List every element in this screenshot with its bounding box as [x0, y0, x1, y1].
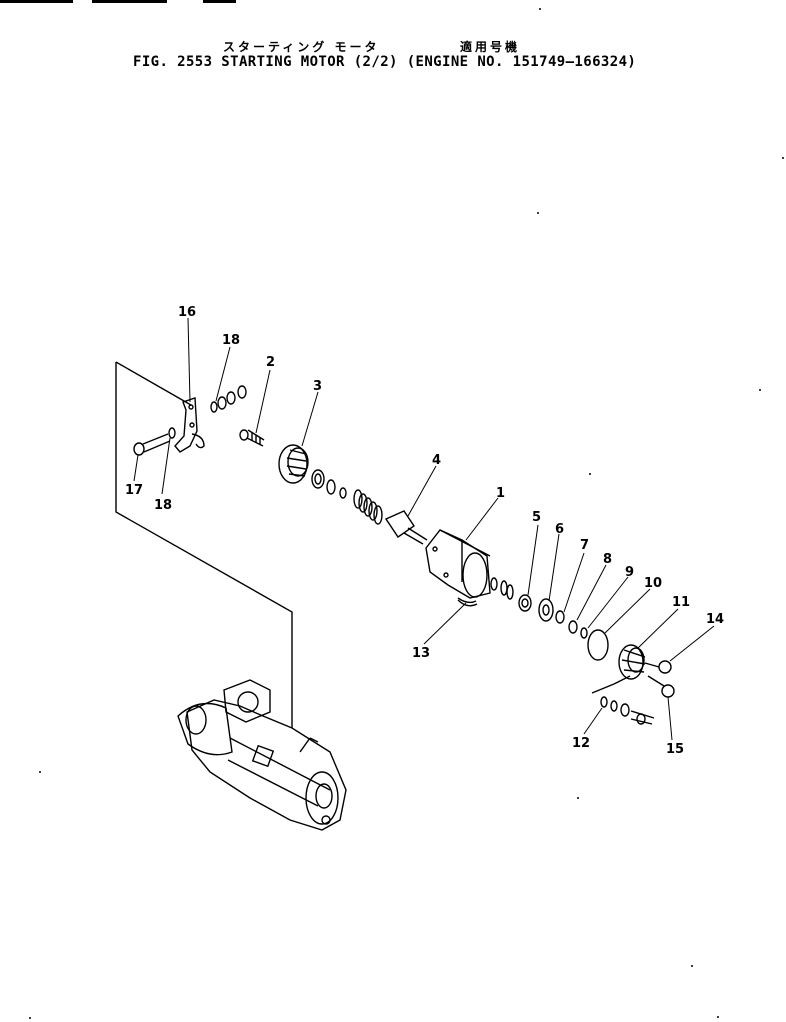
cap-bolt-17 — [133, 433, 171, 456]
collar-ring — [311, 469, 347, 499]
callout-16: 16 — [178, 305, 196, 320]
bracket-line — [115, 362, 293, 728]
callout-14: 14 — [706, 612, 724, 627]
bracket-line — [115, 361, 192, 406]
callout-18-top: 18 — [222, 333, 240, 348]
washer-8 — [568, 620, 578, 634]
callout-6: 6 — [555, 522, 564, 537]
top-border-segment — [0, 0, 73, 3]
leader-lines — [133, 317, 715, 741]
spring — [353, 489, 383, 525]
callout-18-bottom: 18 — [154, 498, 172, 513]
callout-8: 8 — [603, 552, 612, 567]
callout-10: 10 — [644, 576, 662, 591]
callout-13: 13 — [412, 646, 430, 661]
pinion-3 — [278, 444, 309, 484]
callout-1: 1 — [496, 486, 505, 501]
starting-motor-assembly — [177, 679, 347, 831]
small-parts — [490, 577, 514, 600]
top-border-segment — [92, 0, 167, 3]
ring-9 — [580, 627, 588, 639]
clip-16 — [174, 397, 205, 453]
callout-17: 17 — [125, 483, 143, 498]
figure-title: FIG. 2553 STARTING MOTOR (2/2) (ENGINE N… — [133, 54, 637, 70]
snap-ring-13 — [457, 597, 478, 607]
shaft-4 — [384, 510, 428, 545]
screw-2 — [239, 429, 265, 447]
title-jp-applicable: 適用号機 — [460, 40, 521, 54]
plug-15 — [647, 675, 675, 698]
housing-1 — [425, 529, 491, 599]
callout-2: 2 — [266, 355, 275, 370]
callout-12: 12 — [572, 736, 590, 751]
washer-7 — [555, 610, 565, 624]
gear-6 — [538, 598, 554, 622]
bolt-set-12 — [591, 675, 655, 725]
nut-5 — [518, 594, 532, 612]
cap-14 — [644, 660, 672, 674]
callout-11: 11 — [672, 595, 690, 610]
callout-9: 9 — [625, 565, 634, 580]
stray-dots — [29, 8, 784, 1019]
washers-18 — [210, 385, 247, 413]
callout-15: 15 — [666, 742, 684, 757]
callout-7: 7 — [580, 538, 589, 553]
washer-18 — [168, 427, 176, 439]
cover-11 — [618, 644, 646, 680]
callout-4: 4 — [432, 453, 441, 468]
title-jp-part-name: スターティング モータ — [223, 40, 380, 54]
callout-3: 3 — [313, 379, 322, 394]
top-border-segment — [203, 0, 236, 3]
callout-5: 5 — [532, 510, 541, 525]
o-ring-10 — [587, 629, 609, 661]
callout-labels: 16 18 2 3 4 1 5 6 7 8 9 10 11 14 15 12 1… — [125, 305, 724, 757]
